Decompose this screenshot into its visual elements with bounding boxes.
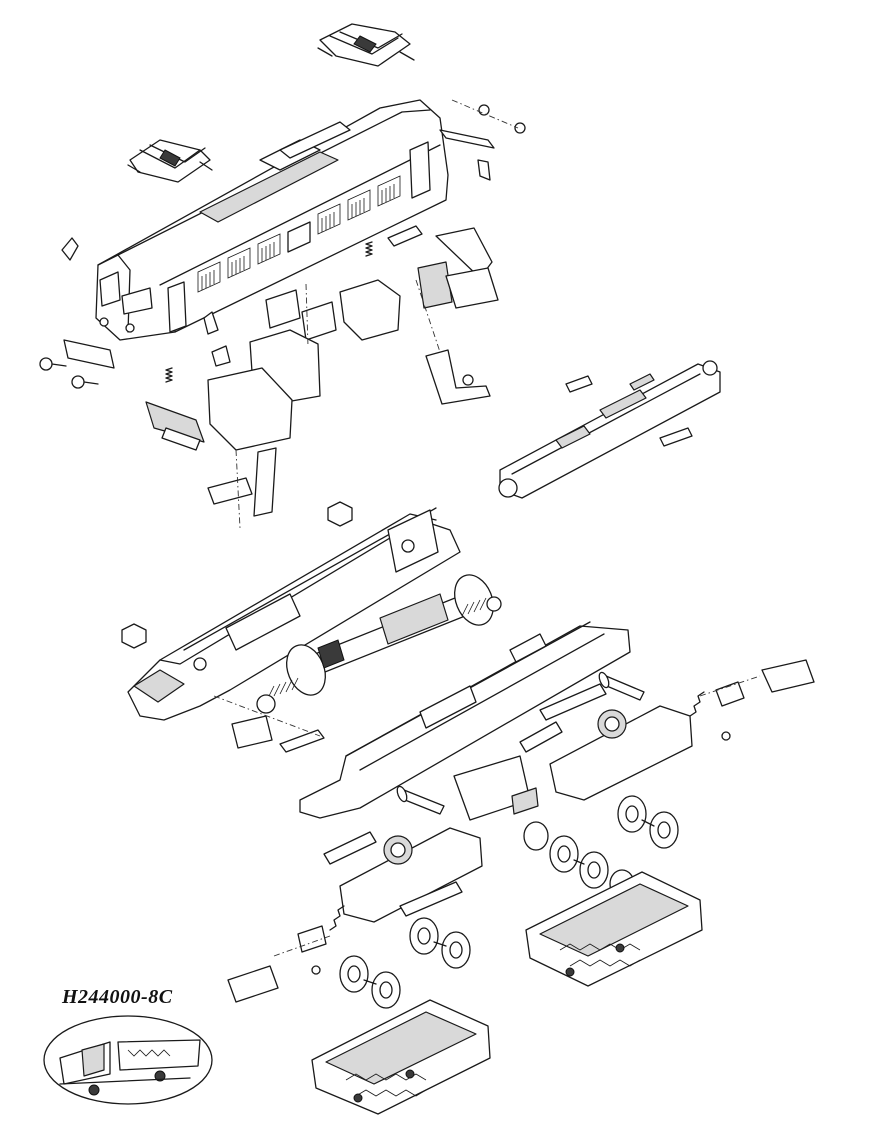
motor-armature — [256, 574, 502, 714]
locomotive-body-shell — [95, 99, 449, 341]
bogie-truck-front — [227, 827, 483, 1003]
nut-top — [327, 501, 353, 527]
pantograph-front — [127, 139, 213, 183]
screw-icon — [396, 671, 645, 815]
interior-parts — [145, 225, 499, 529]
body-small-parts — [39, 99, 526, 389]
bogie-detail-inset — [43, 1015, 213, 1105]
chassis-frame — [121, 501, 631, 819]
bogie-frame-rear — [525, 871, 703, 987]
spring-icon — [165, 241, 373, 383]
bogie-frame-front — [311, 999, 491, 1115]
bogie-truck-rear — [453, 659, 815, 821]
pantograph-rear — [317, 23, 415, 67]
nut-left — [121, 623, 147, 649]
circuit-board — [498, 360, 721, 499]
part-number-label: H244000-8C — [62, 986, 173, 1008]
